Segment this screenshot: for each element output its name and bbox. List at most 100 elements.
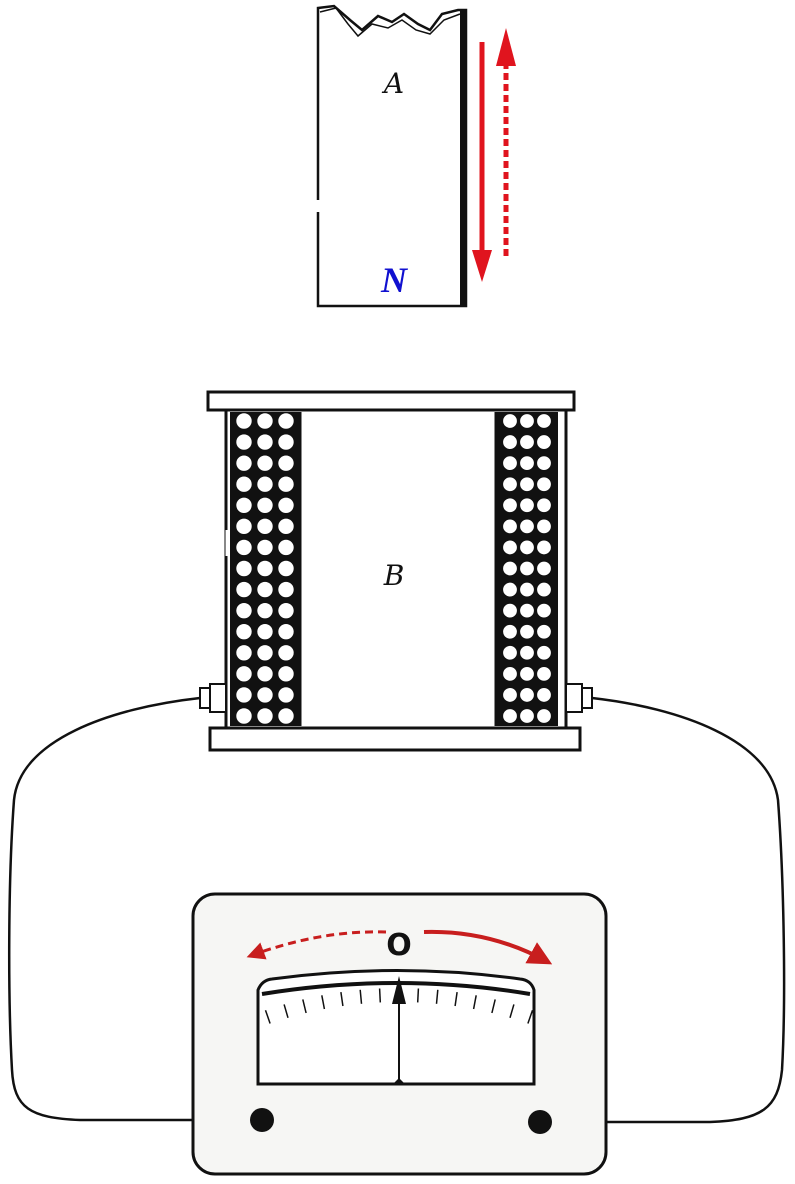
wire-turn xyxy=(277,433,295,451)
left-lead-wire xyxy=(7,696,262,1122)
wire-turn xyxy=(256,454,274,472)
left-binding-post xyxy=(250,1108,274,1132)
wire-turn xyxy=(536,476,552,493)
scale-tick xyxy=(472,995,477,1010)
wire-turn xyxy=(502,539,518,556)
wire-turn xyxy=(536,644,552,661)
wire-turn xyxy=(536,708,552,724)
wire-turn xyxy=(256,475,274,493)
wire-turn xyxy=(519,687,535,703)
wire-turn xyxy=(519,518,535,535)
wire-turn xyxy=(519,434,535,450)
scale-tick xyxy=(378,988,382,1003)
wire-turn xyxy=(502,497,518,514)
wire-turn xyxy=(277,665,295,683)
coil-label: B xyxy=(383,559,405,592)
wire-turn xyxy=(519,644,535,661)
magnet-side-face xyxy=(460,10,467,306)
wire-turn xyxy=(235,433,253,451)
wire-turn xyxy=(502,476,518,493)
wire-turn xyxy=(277,454,295,472)
wire-turn xyxy=(519,539,535,556)
galvanometer: O xyxy=(191,892,608,1176)
wire-turn xyxy=(536,497,552,514)
wire-turn xyxy=(277,707,295,725)
wire-turn xyxy=(519,581,535,598)
needle-pivot xyxy=(393,1078,405,1084)
wire-turn xyxy=(277,475,295,493)
wire-turn xyxy=(502,602,518,619)
scale-tick xyxy=(264,1009,271,1024)
wire-turn xyxy=(256,644,274,662)
wire-turn xyxy=(277,412,295,430)
right-binding-post xyxy=(528,1110,552,1134)
wire-turn xyxy=(256,665,274,683)
scale-tick xyxy=(302,999,307,1014)
deflect-left-arrow xyxy=(246,930,387,960)
wire-turn xyxy=(519,623,535,640)
magnet-broken-edge xyxy=(319,7,461,38)
wire-turn xyxy=(256,538,274,557)
move-up-arrowhead xyxy=(496,28,516,66)
wire-turn xyxy=(502,644,518,661)
scale-tick xyxy=(491,999,496,1014)
wire-turn xyxy=(277,517,295,536)
needle-tip xyxy=(392,976,406,1004)
wire-turn xyxy=(256,623,274,641)
wire-turn xyxy=(235,538,253,557)
wire-turn xyxy=(235,454,253,472)
scale-ticks xyxy=(264,988,534,1024)
wire-turn xyxy=(502,623,518,640)
wire-turn xyxy=(536,623,552,640)
wire-turn xyxy=(502,665,518,682)
wire-turn xyxy=(536,434,552,450)
bar-magnet: A N xyxy=(316,4,468,308)
wire-turn xyxy=(536,581,552,598)
scale-tick xyxy=(454,991,458,1007)
wire-turn xyxy=(235,601,253,620)
wire-turn xyxy=(235,665,253,683)
wire-turn xyxy=(256,433,274,451)
scale-tick xyxy=(416,988,420,1003)
wire-turn xyxy=(536,687,552,703)
coil-bottom-plate xyxy=(208,726,582,752)
scale-tick xyxy=(527,1009,534,1024)
wire-turn xyxy=(256,686,274,704)
wire-turn xyxy=(277,559,295,578)
wire-turn xyxy=(235,412,253,430)
wire-turn xyxy=(502,708,518,724)
galvanometer-scale-window xyxy=(256,969,536,1086)
north-pole-label: N xyxy=(380,260,409,300)
wire-turn xyxy=(277,580,295,599)
wire-turn xyxy=(502,413,518,429)
coil: B xyxy=(206,390,582,752)
wire-turn xyxy=(502,560,518,577)
wire-turn xyxy=(235,580,253,599)
wire-turn xyxy=(235,623,253,641)
wire-turn xyxy=(536,665,552,682)
wire-turn xyxy=(519,413,535,429)
magnet-motion-arrows xyxy=(472,28,516,282)
wire-turn xyxy=(536,539,552,556)
scale-tick xyxy=(283,1004,289,1019)
wire-turn xyxy=(256,707,274,725)
wire-turn xyxy=(519,455,535,472)
wire-turn xyxy=(277,686,295,704)
wire-turn xyxy=(502,455,518,472)
wire-turn xyxy=(277,623,295,641)
wire-turn xyxy=(235,517,253,536)
wire-turn xyxy=(235,707,253,725)
wire-turn xyxy=(256,580,274,599)
right-lead-wire xyxy=(540,696,786,1124)
wire-turn xyxy=(519,560,535,577)
wire-turn xyxy=(519,602,535,619)
wire-turn xyxy=(519,476,535,493)
wire-turn xyxy=(536,602,552,619)
scale-tick xyxy=(321,995,326,1010)
wire-turn xyxy=(235,559,253,578)
wire-turn xyxy=(277,644,295,662)
scale-tick xyxy=(435,989,439,1004)
coil-right-terminal xyxy=(565,683,593,713)
wire-turn xyxy=(256,601,274,620)
wire-turn xyxy=(235,475,253,493)
